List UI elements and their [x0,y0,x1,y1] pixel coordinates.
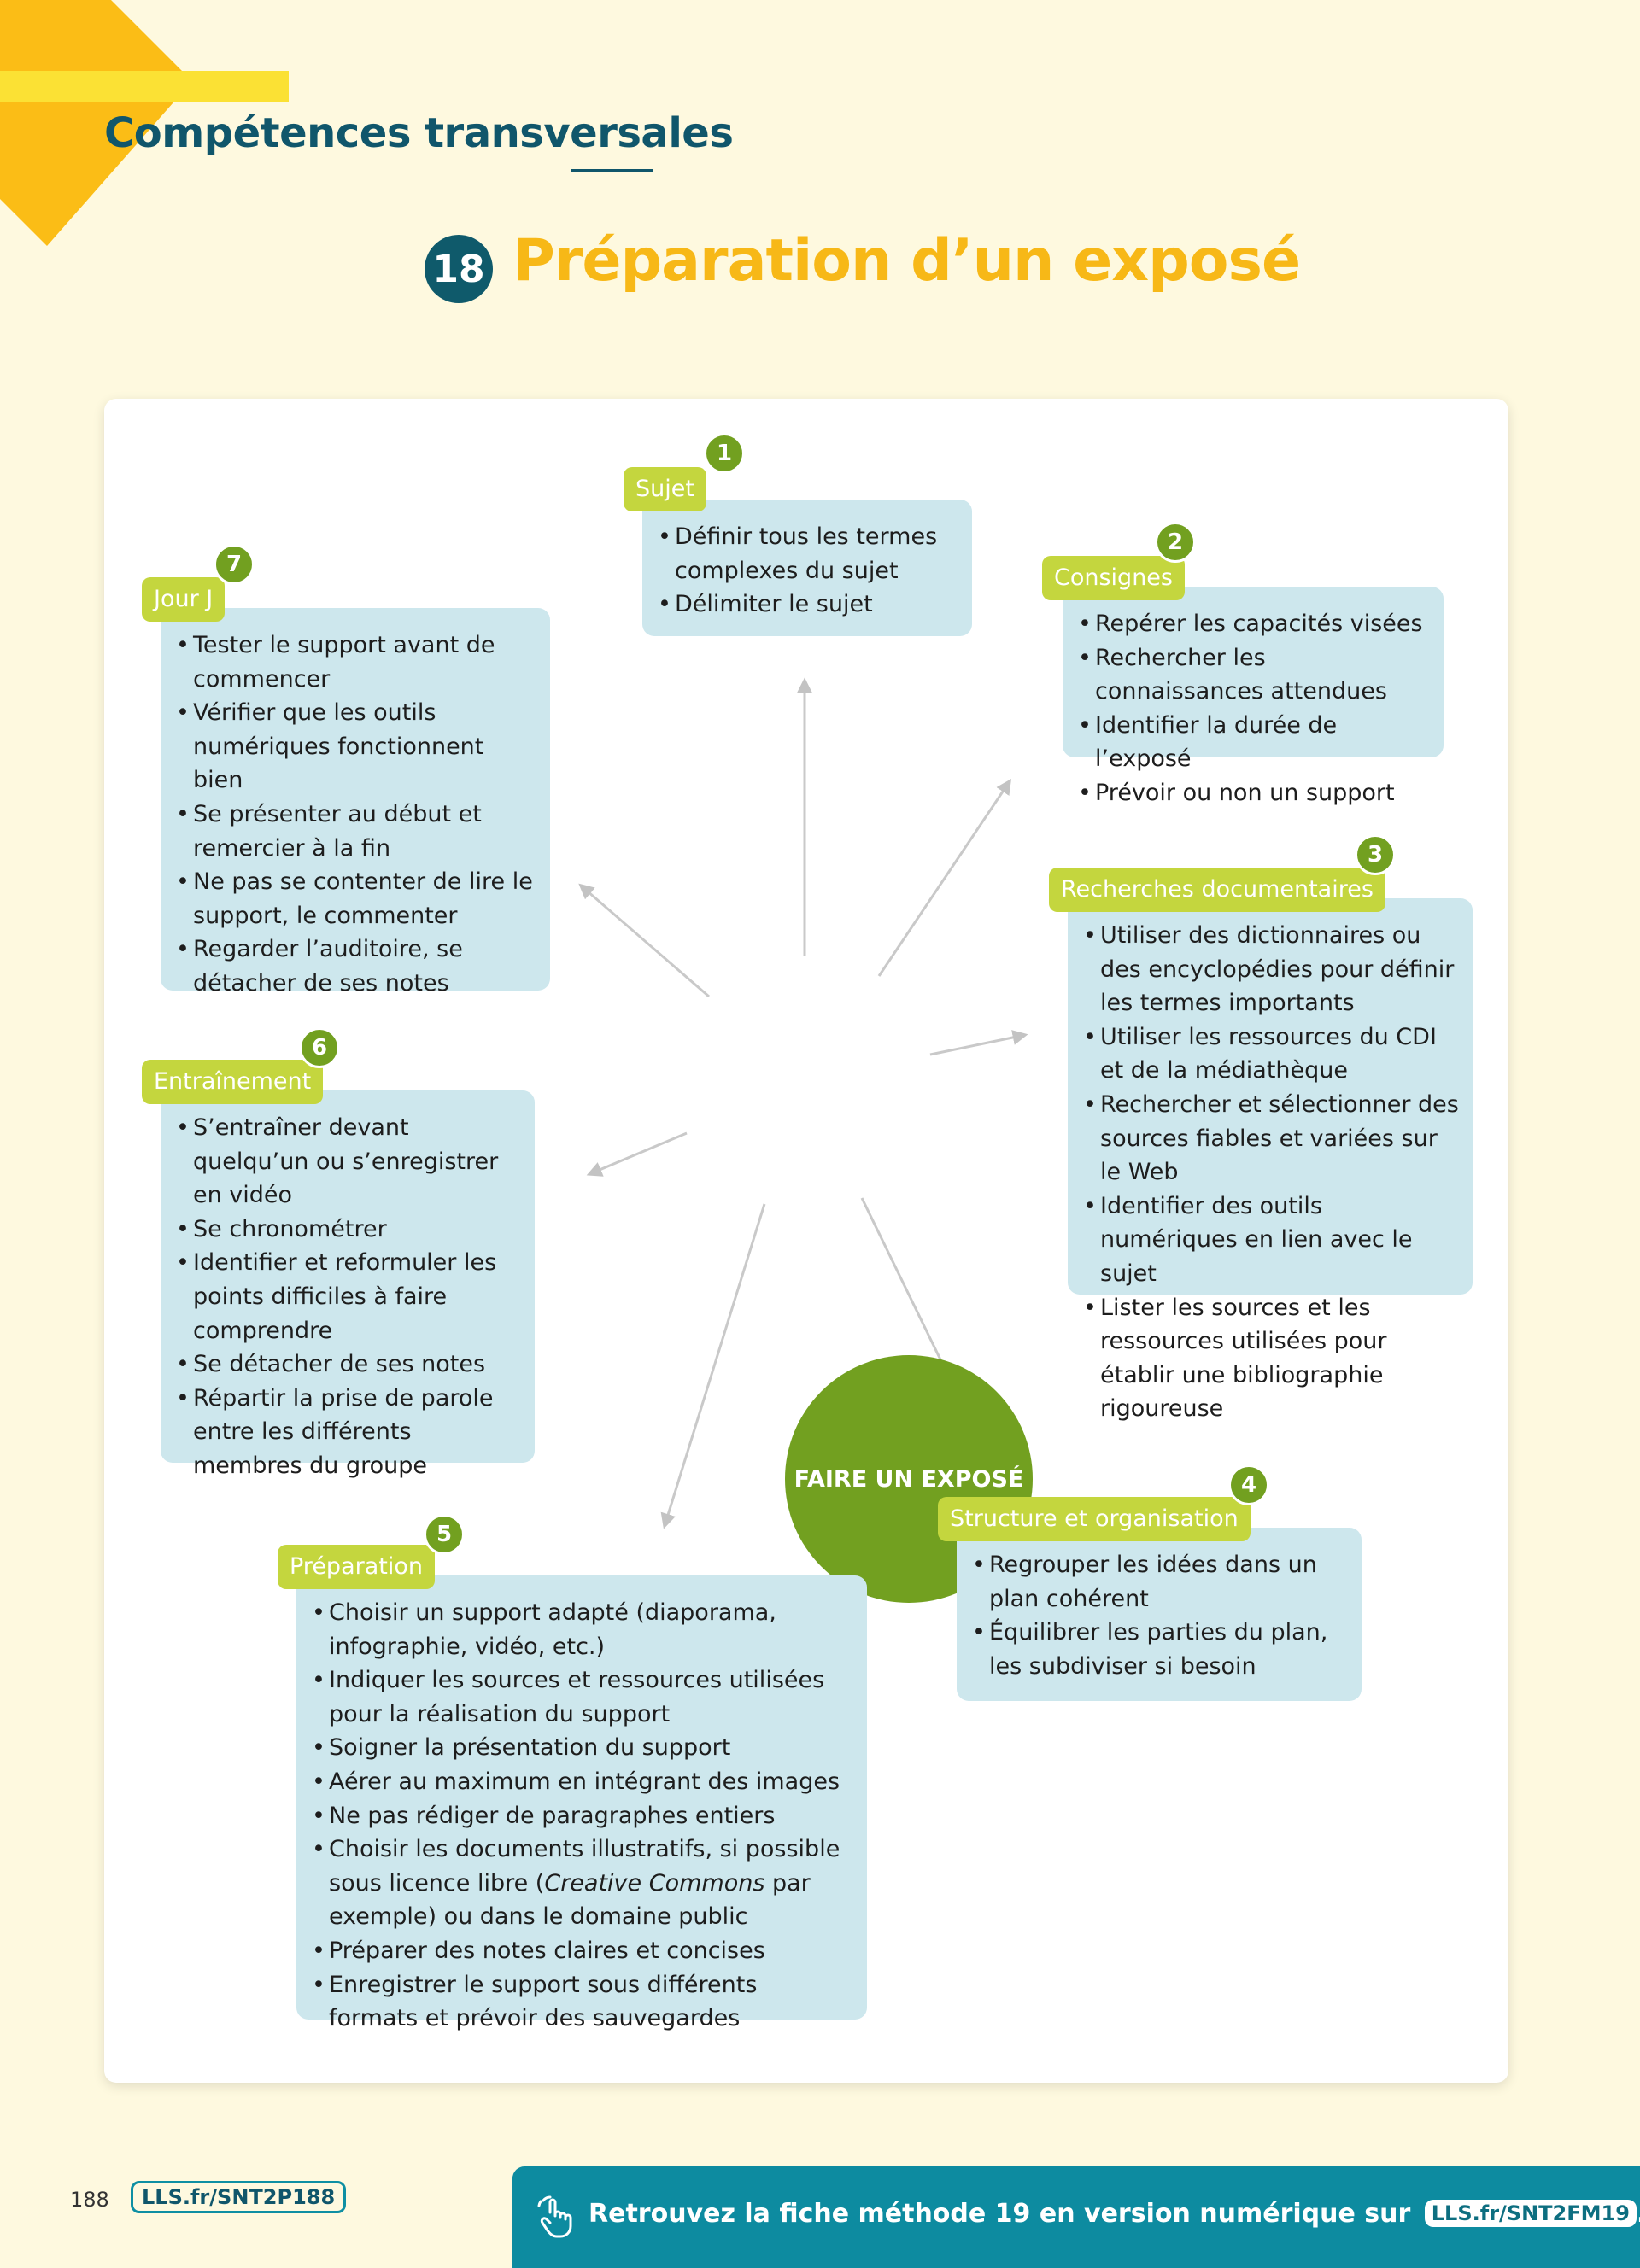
node-sujet-label: Sujet [624,467,706,511]
list-item: Tester le support avant de commencer [174,628,536,696]
list-item: Identifier la durée de l’exposé [1076,709,1430,776]
list-item: Équilibrer les parties du plan, les subd… [970,1616,1348,1683]
node-preparation-label: Préparation [278,1545,435,1589]
list-item: Regrouper les idées dans un plan cohéren… [970,1548,1348,1616]
node-consignes-number: 2 [1155,522,1196,563]
section-title-underline [571,169,653,172]
node-structure-number: 4 [1228,1464,1269,1505]
list-item: Choisir un support adapté (diaporama, in… [310,1596,853,1663]
section-title: Compétences transversales [104,109,734,157]
list-item: Délimiter le sujet [656,587,958,622]
banner-end: . [1637,2199,1640,2229]
bottom-banner: Retrouvez la fiche méthode 19 en version… [512,2166,1640,2268]
connector-entrainement [586,1131,688,1177]
node-sujet-number: 1 [704,433,745,474]
list-item: Identifier et reformuler les points diff… [174,1246,521,1347]
connector-consignes [877,779,1012,977]
list-item: Regarder l’auditoire, se détacher de ses… [174,932,536,1000]
list-item: Préparer des notes claires et concises [310,1934,853,1968]
node-entrainement-number: 6 [299,1027,340,1068]
list-item: Rechercher et sélectionner des sources f… [1081,1088,1459,1190]
banner-link[interactable]: LLS.fr/SNT2FM19 [1424,2200,1637,2227]
method-number-badge: 18 [425,235,493,303]
node-consignes-box: Repérer les capacités visées Rechercher … [1063,587,1444,810]
list-item: Utiliser des dictionnaires ou des encycl… [1081,919,1459,1020]
list-item: Lister les sources et les ressources uti… [1081,1291,1459,1426]
node-structure-label: Structure et organisation [938,1497,1250,1541]
corner-decoration [0,0,192,246]
list-item: Prévoir ou non un support [1076,776,1430,810]
banner-message: Retrouvez la fiche méthode 19 en version… [589,2199,1640,2229]
node-recherches-box: Utiliser des dictionnaires ou des encycl… [1068,898,1473,1422]
list-item: Répartir la prise de parole entre les di… [174,1382,521,1483]
list-item: Aérer au maximum en intégrant des images [310,1765,853,1799]
node-recherches-number: 3 [1355,834,1396,875]
node-entrainement-box: S’entraîner devant quelqu’un ou s’enregi… [161,1090,535,1479]
mind-map-card: FAIRE UN EXPOSÉ Définir tous les termes … [104,399,1508,2083]
header-accent-bar [0,71,289,102]
page-link[interactable]: LLS.fr/SNT2P188 [131,2181,347,2213]
list-item: Enregistrer le support sous différents f… [310,1968,853,2036]
node-jour-j-label: Jour J [142,577,226,622]
list-item: Se détacher de ses notes [174,1347,521,1382]
list-item: Repérer les capacités visées [1076,607,1430,641]
list-item: Vérifier que les outils numériques fonct… [174,696,536,798]
node-structure-box: Regrouper les idées dans un plan cohéren… [957,1528,1362,1701]
list-item: Rechercher les connaissances attendues [1076,641,1430,709]
node-jour-j-box: Tester le support avant de commencer Vér… [161,608,550,997]
node-sujet-box: Définir tous les termes complexes du suj… [642,500,972,636]
tap-hand-icon [537,2195,572,2238]
node-consignes-label: Consignes [1042,556,1185,600]
list-item: Définir tous les termes complexes du suj… [656,520,958,587]
connector-recherches [929,1030,1028,1056]
list-item: S’entraîner devant quelqu’un ou s’enregi… [174,1111,521,1213]
connector-jour-j [578,883,710,998]
node-preparation-box: Choisir un support adapté (diaporama, in… [296,1575,867,2031]
list-item: Se présenter au début et remercier à la … [174,798,536,865]
node-entrainement-label: Entraînement [142,1060,324,1104]
list-item: Utiliser les ressources du CDI et de la … [1081,1020,1459,1088]
list-item: Identifier des outils numériques en lien… [1081,1190,1459,1291]
connector-preparation [660,1203,766,1529]
page-number: 188 [70,2188,109,2212]
list-item: Se chronométrer [174,1213,521,1247]
node-jour-j-number: 7 [214,544,255,585]
node-recherches-label: Recherches documentaires [1049,868,1385,912]
list-item: Indiquer les sources et ressources utili… [310,1663,853,1731]
list-item: Choisir les documents illustratifs, si p… [310,1833,853,1934]
banner-text: Retrouvez la fiche méthode 19 en version… [589,2199,1411,2229]
list-item: Soigner la présentation du support [310,1731,853,1765]
list-item: Ne pas rédiger de paragraphes entiers [310,1799,853,1833]
node-preparation-number: 5 [424,1514,465,1555]
list-item: Ne pas se contenter de lire le support, … [174,865,536,932]
page-title: Préparation d’un exposé [512,227,1301,295]
